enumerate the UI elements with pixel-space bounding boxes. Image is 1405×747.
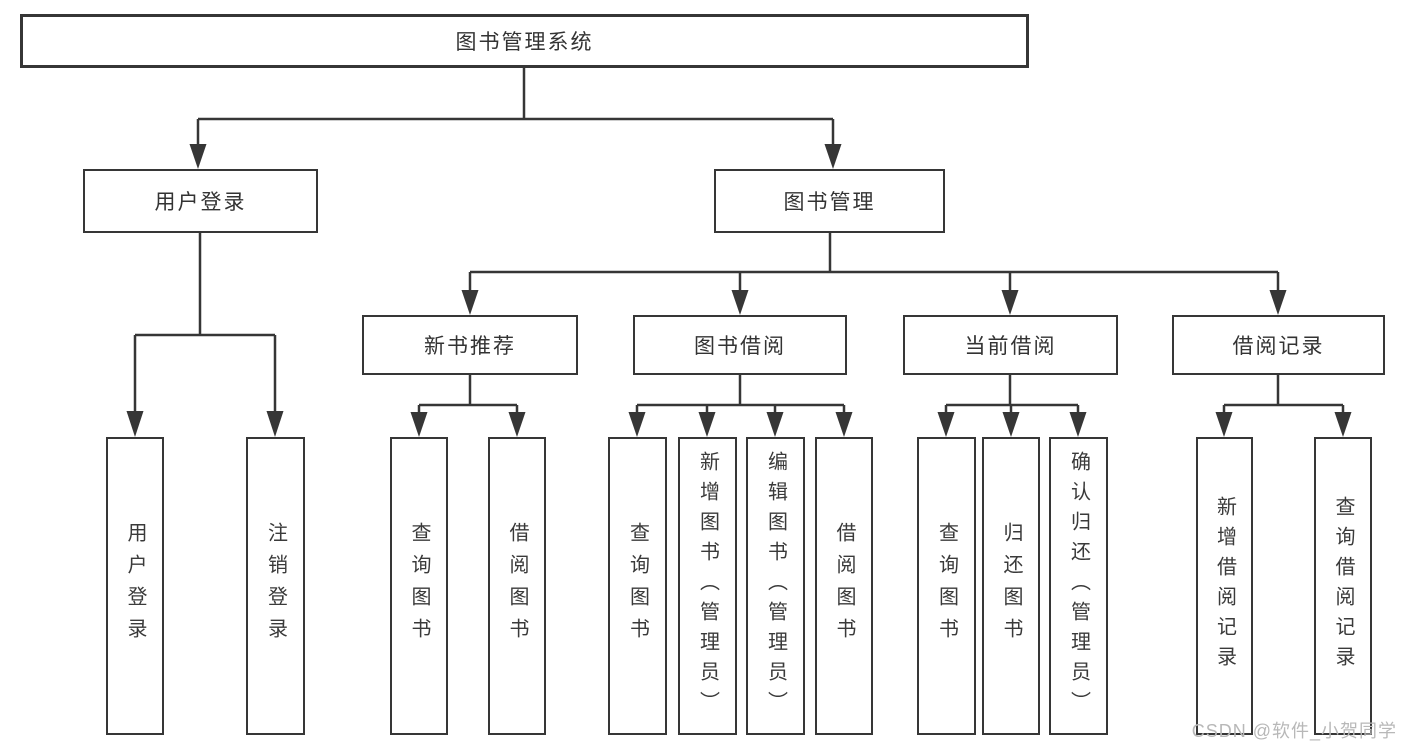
leaf-label: 查询图书 bbox=[408, 522, 430, 650]
node-new-book-recommendation: 新书推荐 bbox=[362, 315, 578, 375]
node-borrowing-records: 借阅记录 bbox=[1172, 315, 1385, 375]
connector-root-to-level2 bbox=[189, 68, 842, 169]
leaf-label: 归还图书 bbox=[1000, 522, 1022, 650]
leaf-br-add-record: 新增借阅记录 bbox=[1196, 437, 1253, 735]
node-label: 用户登录 bbox=[154, 191, 247, 214]
leaf-cb-query-books: 查询图书 bbox=[917, 437, 976, 735]
connector-new-book-rec-to-leaves bbox=[410, 375, 526, 437]
leaf-bb-borrow-books: 借阅图书 bbox=[815, 437, 873, 735]
connector-current-borrowing-to-leaves bbox=[937, 375, 1087, 437]
node-label: 图书管理 bbox=[783, 191, 876, 214]
node-label: 借阅记录 bbox=[1232, 335, 1325, 358]
leaf-bb-query-books: 查询图书 bbox=[608, 437, 667, 735]
leaf-label: 编辑图书（管理员） bbox=[764, 451, 787, 721]
node-book-borrowing: 图书借阅 bbox=[633, 315, 847, 375]
node-current-borrowing: 当前借阅 bbox=[903, 315, 1118, 375]
leaf-nbr-query-books: 查询图书 bbox=[390, 437, 448, 735]
leaf-label: 新增借阅记录 bbox=[1213, 496, 1236, 676]
leaf-user-login: 用户登录 bbox=[106, 437, 164, 735]
leaf-label: 注销登录 bbox=[264, 522, 287, 650]
csdn-watermark: CSDN @软件_小贺同学 bbox=[1191, 721, 1397, 741]
leaf-label: 用户登录 bbox=[124, 522, 146, 650]
node-label: 图书借阅 bbox=[694, 335, 786, 358]
node-label: 图书管理系统 bbox=[455, 31, 594, 54]
node-label: 当前借阅 bbox=[964, 335, 1057, 358]
leaf-nbr-borrow-books: 借阅图书 bbox=[488, 437, 546, 735]
leaf-label: 确认归还（管理员） bbox=[1067, 451, 1090, 721]
connector-book-borrowing-to-leaves bbox=[628, 375, 853, 437]
leaf-br-query-record: 查询借阅记录 bbox=[1314, 437, 1372, 735]
leaf-label: 借阅图书 bbox=[833, 522, 855, 650]
leaf-label: 查询借阅记录 bbox=[1332, 496, 1354, 676]
node-label: 新书推荐 bbox=[424, 335, 516, 358]
leaf-bb-edit-books-admin: 编辑图书（管理员） bbox=[746, 437, 805, 735]
connector-book-management-to-level3 bbox=[461, 233, 1287, 315]
leaf-label: 查询图书 bbox=[935, 522, 958, 650]
leaf-label: 借阅图书 bbox=[506, 522, 528, 650]
leaf-cb-confirm-return-admin: 确认归还（管理员） bbox=[1049, 437, 1108, 735]
leaf-logout: 注销登录 bbox=[246, 437, 305, 735]
leaf-label: 新增图书（管理员） bbox=[696, 451, 719, 721]
connector-user-login-branch bbox=[126, 233, 284, 437]
node-user-login: 用户登录 bbox=[83, 169, 318, 233]
connector-borrowing-records-to-leaves bbox=[1215, 375, 1352, 437]
leaf-label: 查询图书 bbox=[626, 522, 649, 650]
node-library-management-system: 图书管理系统 bbox=[20, 14, 1029, 68]
leaf-cb-return-books: 归还图书 bbox=[982, 437, 1040, 735]
node-book-management: 图书管理 bbox=[714, 169, 945, 233]
leaf-bb-add-books-admin: 新增图书（管理员） bbox=[678, 437, 737, 735]
